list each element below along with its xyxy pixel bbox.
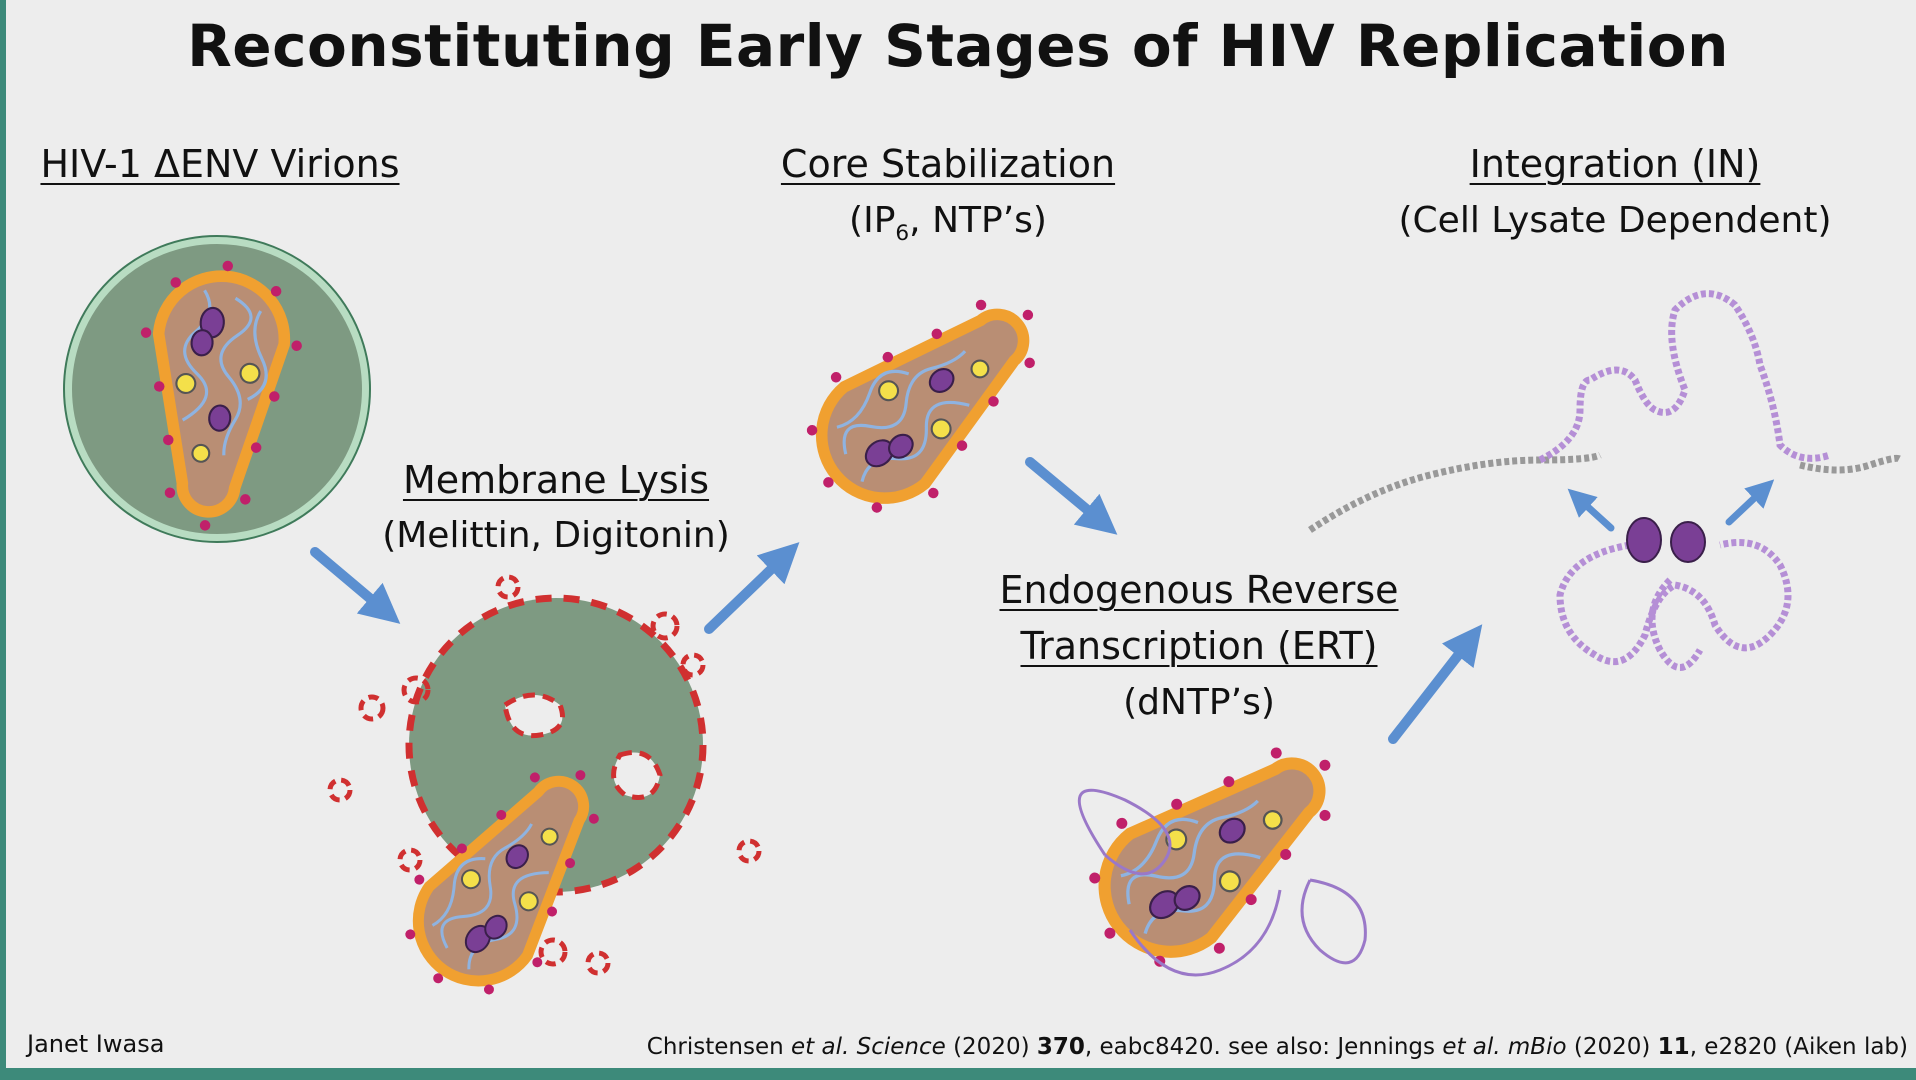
integrase-blob [1670,521,1706,563]
integrase-blob [1626,517,1662,563]
virion-illustration [63,235,371,542]
lysis-subtitle: (Melittin, Digitonin) [382,515,730,556]
slide [6,0,1916,1068]
virions-heading: HIV-1 ΔENV Virions [40,142,400,186]
ert-subtitle: (dNTP’s) [1123,682,1275,723]
integration-dna-illustration [1308,290,1904,671]
core-subtitle-prefix: (IP [849,200,896,241]
arrow-core-to-ert [1025,457,1118,535]
core-heading: Core Stabilization [780,142,1116,186]
arrow-integration-right [1725,479,1775,526]
author-credit: Janet Iwasa [27,1030,165,1058]
citation-etal: et al. [1442,1034,1501,1060]
core-subtitle-suffix: , NTP’s) [909,200,1047,241]
membrane-lysis-illustration [327,574,762,1027]
citation-year: (2020) [1566,1034,1658,1060]
citation: Christensen et al. Science (2020) 370, e… [647,1034,1908,1060]
citation-volume: 11 [1657,1034,1690,1060]
core-subtitle-subscript: 6 [895,221,910,247]
stabilized-core-illustration [772,250,1083,548]
citation-text: , eabc8420. see also: Jennings [1084,1034,1443,1060]
integration-subtitle: (Cell Lysate Dependent) [1398,200,1832,241]
arrow-integration-left [1567,488,1615,532]
core-subtitle: (IP6, NTP’s) [849,200,1047,246]
arrow-lysis-to-core [704,542,800,634]
ert-heading-line1: Endogenous Reverse [999,568,1399,612]
citation-journal: Science [849,1034,946,1060]
citation-text: , e2820 (Aiken lab) [1689,1034,1908,1060]
citation-etal: et al. [791,1034,850,1060]
citation-journal: mBio [1500,1034,1567,1060]
lysis-heading: Membrane Lysis [402,458,710,502]
ert-heading-line2: Transcription (ERT) [1020,624,1378,668]
slide-title: Reconstituting Early Stages of HIV Repli… [187,12,1729,80]
citation-volume: 370 [1036,1034,1085,1060]
integration-heading: Integration (IN) [1469,142,1761,186]
ert-illustration [1053,695,1381,1003]
arrow-ert-to-integration [1388,624,1483,744]
arrow-virion-to-lysis [310,547,401,624]
citation-text: Christensen [646,1034,791,1060]
citation-year: (2020) [945,1034,1037,1060]
